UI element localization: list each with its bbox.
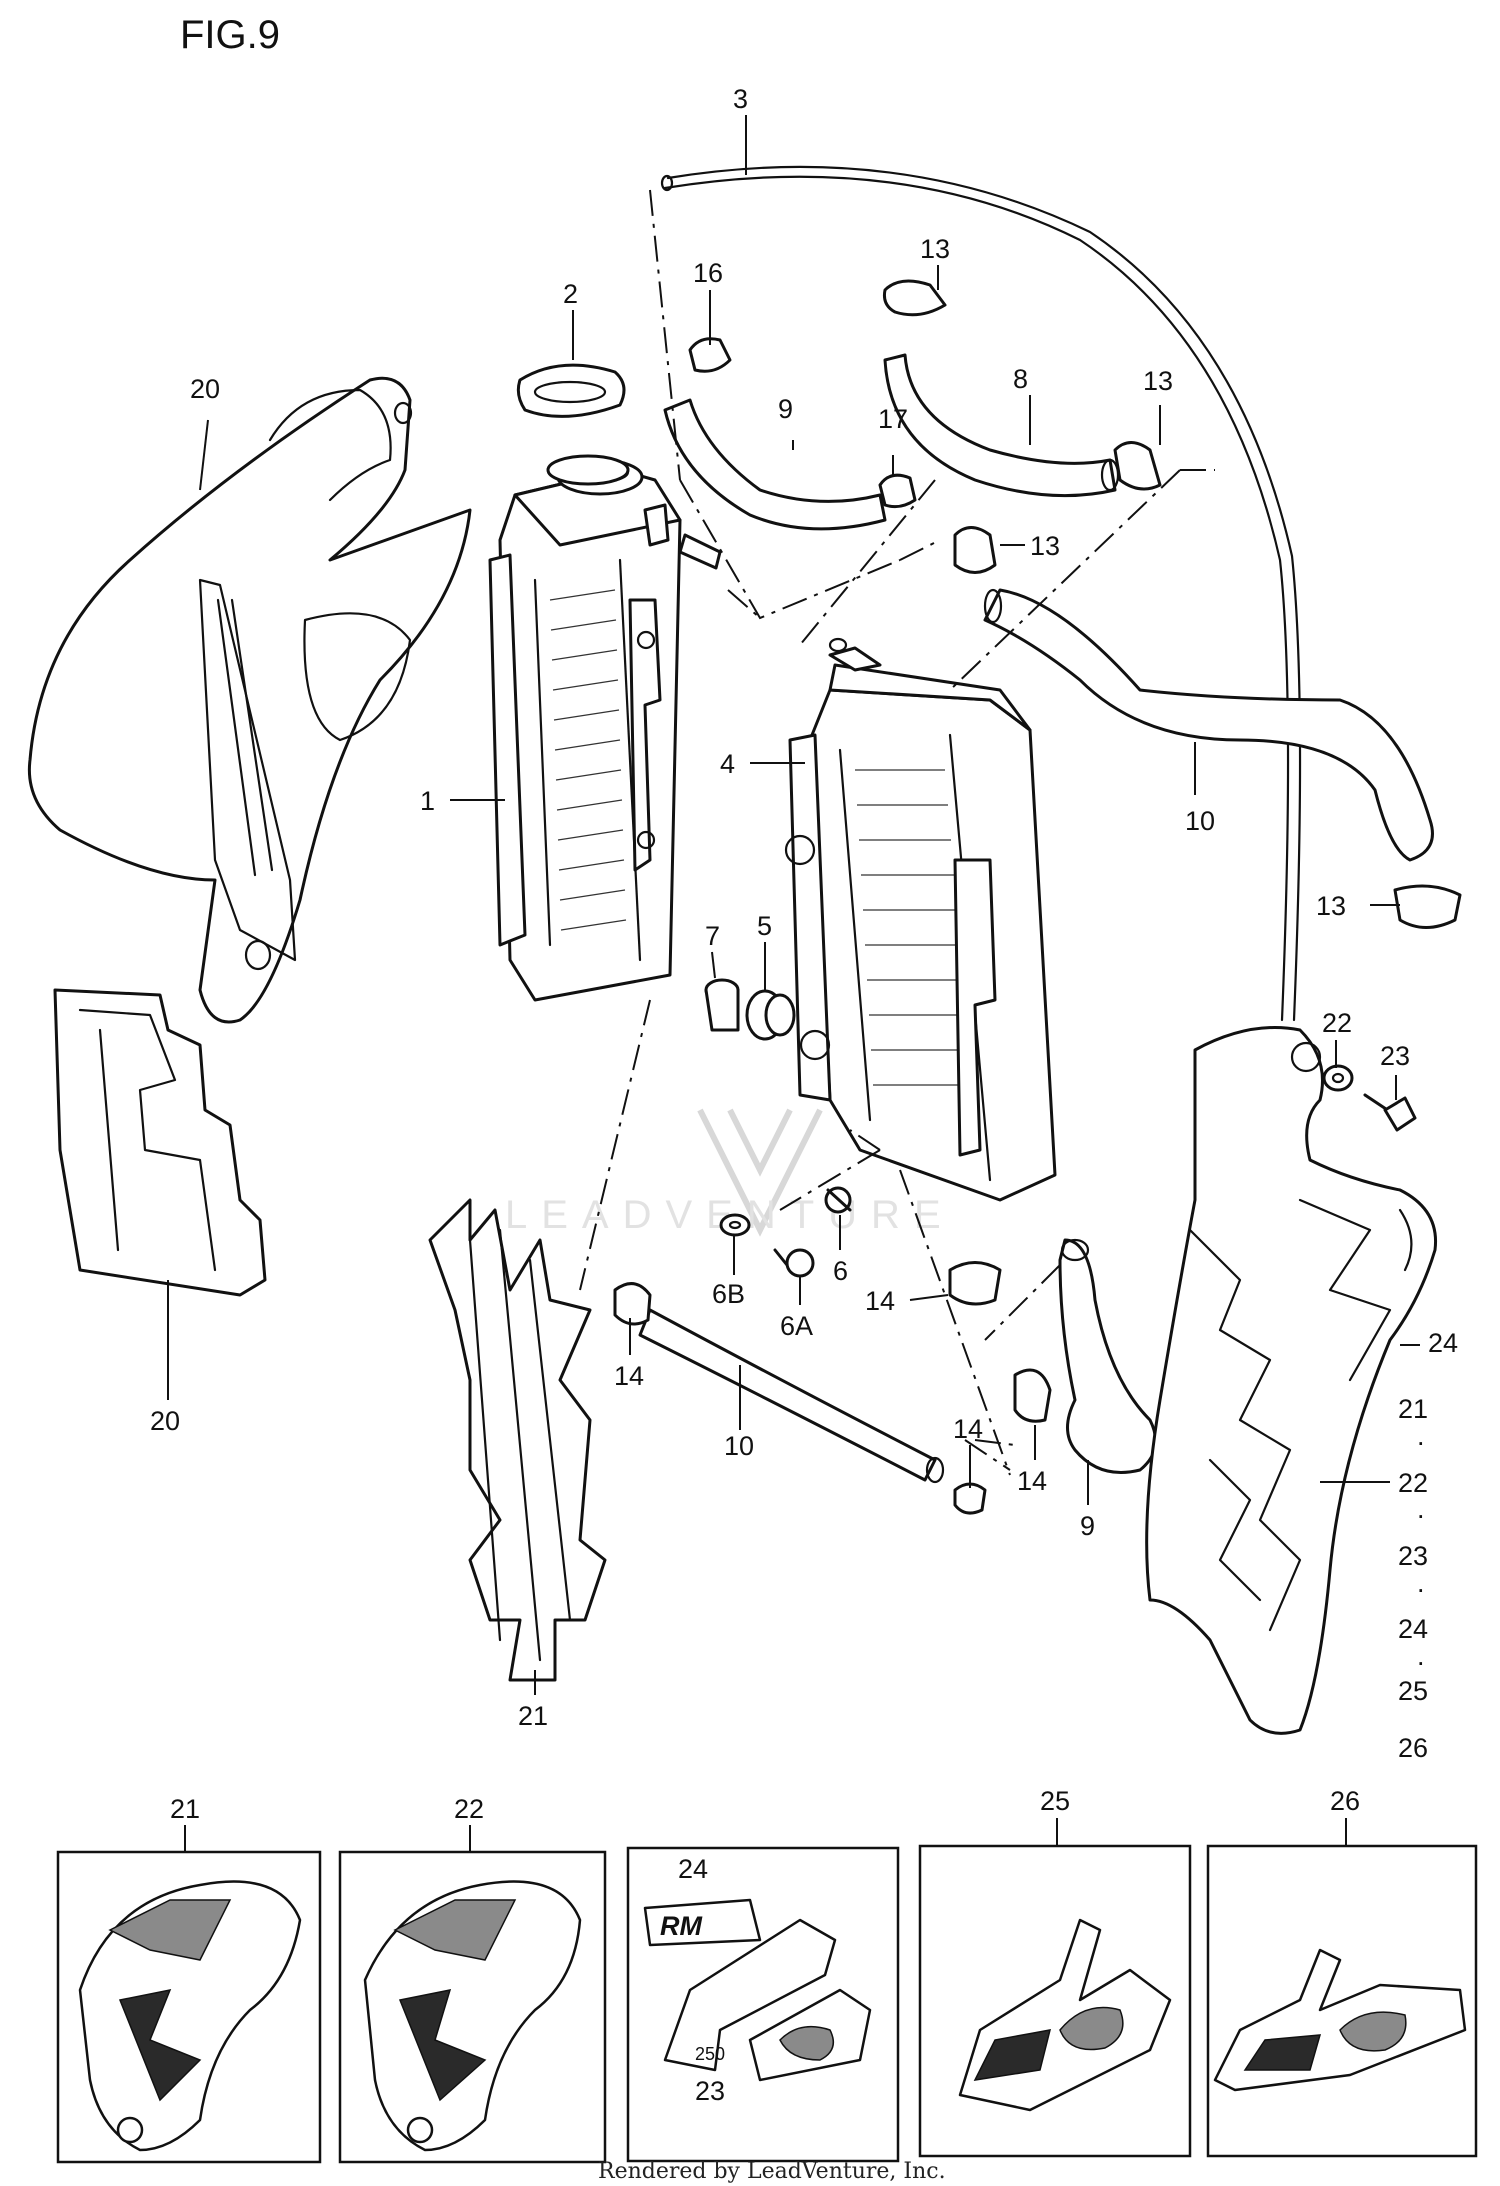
stack-25: 25 xyxy=(1398,1676,1428,1706)
part-18-washer[interactable] xyxy=(1322,1064,1354,1092)
callout-15-upper: 16 xyxy=(693,258,723,288)
part-12-radiator-hose[interactable] xyxy=(638,1308,945,1484)
part-13-hose-clamp-right[interactable] xyxy=(1113,441,1162,491)
part-15-hose-clamp-lower[interactable] xyxy=(878,473,917,509)
part-11-radiator-hose[interactable] xyxy=(663,398,887,531)
part-5-grommet[interactable] xyxy=(745,989,796,1041)
part-14-hose-clamp-a[interactable] xyxy=(613,1282,652,1326)
inset-23-label: 23 xyxy=(695,2076,725,2106)
part-6-bolt[interactable] xyxy=(824,1186,852,1214)
callout-7: 7 xyxy=(705,921,720,951)
callout-19: 23 xyxy=(1380,1041,1410,1071)
render-credit: Rendered by LeadVenture, Inc. xyxy=(598,2159,946,2184)
callout-20-left: 20 xyxy=(150,1406,180,1436)
callout-14-b: 14 xyxy=(865,1286,895,1316)
stack-separator: . xyxy=(1417,1421,1425,1451)
figure-title: FIG.9 xyxy=(180,13,280,57)
stack-23: 23 xyxy=(1398,1541,1428,1571)
part-13-hose-clamp-middle[interactable] xyxy=(953,526,997,574)
callout-14-d: 14 xyxy=(953,1414,983,1444)
inset-25-label: 25 xyxy=(1040,1786,1070,1816)
callout-20-center: 21 xyxy=(518,1701,548,1731)
stack-24: 24 xyxy=(1398,1614,1428,1644)
part-3-overflow-tube[interactable] xyxy=(660,165,1302,1022)
decal-brand-logo: RM xyxy=(660,1911,702,1941)
part-8-radiator-hose[interactable] xyxy=(983,588,1434,862)
callout-5: 5 xyxy=(757,911,772,941)
callout-15-lower: 17 xyxy=(878,404,908,434)
callout-14-a: 14 xyxy=(614,1361,644,1391)
callout-11: 9 xyxy=(778,394,793,424)
part-6b-washer[interactable] xyxy=(719,1213,751,1237)
callout-17: 24 xyxy=(1428,1328,1458,1358)
callout-18: 22 xyxy=(1322,1008,1352,1038)
decal-reference-stack: 21 . 22 . 23 . 24 . 25 26 xyxy=(1398,1394,1428,1763)
part-14-hose-clamp-c[interactable] xyxy=(1013,1368,1052,1423)
stack-separator: . xyxy=(1417,1568,1425,1598)
inset-26[interactable]: 26 xyxy=(1206,1786,1478,2158)
part-7-collar[interactable] xyxy=(704,978,740,1032)
inset-21-label: 21 xyxy=(170,1794,200,1824)
callout-9: 9 xyxy=(1080,1511,1095,1541)
callout-13-middle: 13 xyxy=(1030,531,1060,561)
stack-26: 26 xyxy=(1398,1733,1428,1763)
stack-separator: . xyxy=(1417,1641,1425,1671)
inset-25[interactable]: 25 xyxy=(918,1786,1192,2158)
part-9-radiator-hose[interactable] xyxy=(1058,1238,1158,1474)
callout-13-lower: 13 xyxy=(1316,891,1346,921)
callout-8: 10 xyxy=(1185,806,1215,836)
part-4-radiator-right[interactable] xyxy=(784,637,1057,1202)
stack-21: 21 xyxy=(1398,1394,1428,1424)
reference-lines xyxy=(579,189,1215,1476)
inset-21[interactable]: 21 xyxy=(56,1794,322,2164)
callout-12: 10 xyxy=(724,1431,754,1461)
callout-13-top: 13 xyxy=(920,234,950,264)
callout-2: 2 xyxy=(563,279,578,309)
part-13-hose-clamp-lower[interactable] xyxy=(1393,884,1462,929)
part-20-radiator-guard-left[interactable] xyxy=(53,988,267,1297)
inset-22[interactable]: 22 xyxy=(338,1794,607,2164)
part-6a-bolt[interactable] xyxy=(773,1248,815,1278)
part-17-radiator-shroud-right[interactable] xyxy=(1145,1026,1438,1735)
part-1-radiator-left[interactable] xyxy=(488,458,722,1002)
callout-6: 6 xyxy=(833,1256,848,1286)
part-14-hose-clamp-d[interactable] xyxy=(953,1482,987,1515)
decal-model-number: 250 xyxy=(695,2044,725,2064)
stack-22: 22 xyxy=(1398,1468,1428,1498)
callout-3: 3 xyxy=(733,84,748,114)
inset-23-24[interactable]: 24 RM 250 23 xyxy=(626,1846,900,2163)
inset-26-label: 26 xyxy=(1330,1786,1360,1816)
part-16-radiator-shroud-left[interactable] xyxy=(27,376,472,1024)
part-19-bolt[interactable] xyxy=(1363,1093,1417,1132)
callout-10: 8 xyxy=(1013,364,1028,394)
callout-13-right: 13 xyxy=(1143,366,1173,396)
inset-24-label: 24 xyxy=(678,1854,708,1884)
callout-4: 4 xyxy=(720,749,735,779)
part-20-radiator-guard-center[interactable] xyxy=(428,1198,607,1682)
inset-22-label: 22 xyxy=(454,1794,484,1824)
callout-labels: 3 2 20 16 13 8 13 9 17 13 1 4 7 5 10 13 … xyxy=(150,84,1458,1731)
leader-lines xyxy=(167,115,1420,2066)
callout-14-c: 14 xyxy=(1017,1466,1047,1496)
part-14-hose-clamp-b[interactable] xyxy=(948,1261,1002,1306)
callout-16: 20 xyxy=(190,374,220,404)
callout-1: 1 xyxy=(420,786,435,816)
callout-6b: 6B xyxy=(712,1279,745,1309)
part-13-hose-clamp-top[interactable] xyxy=(883,279,947,317)
callout-6a: 6A xyxy=(780,1311,813,1341)
part-2-radiator-cap[interactable] xyxy=(516,363,630,486)
stack-separator: . xyxy=(1417,1494,1425,1524)
part-15-hose-clamp-upper[interactable] xyxy=(688,337,732,373)
part-10-radiator-hose[interactable] xyxy=(883,353,1120,498)
